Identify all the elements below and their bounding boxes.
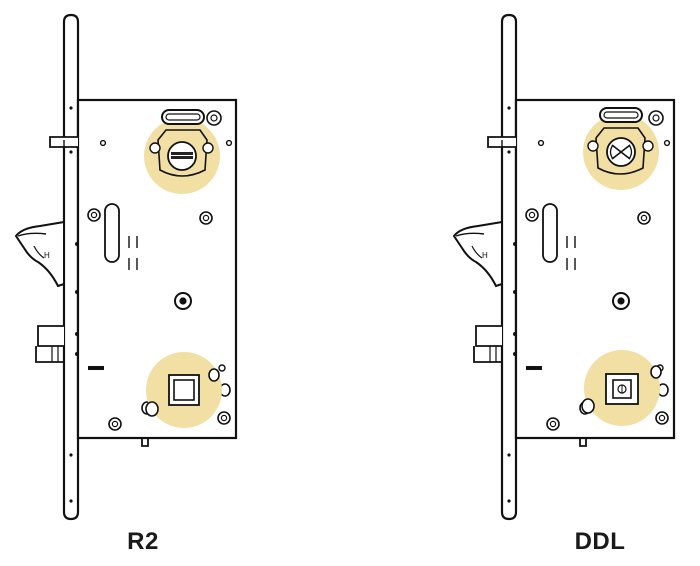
cross-insert-icon: [609, 144, 633, 160]
latch-mark: H: [44, 251, 50, 260]
square-insert-icon: [173, 379, 195, 401]
caption-r2: R2: [127, 528, 159, 555]
lock-ddl: H: [452, 13, 676, 521]
cylinder-cam-slot: [599, 107, 643, 123]
lock-r2: H: [14, 13, 238, 521]
latch-mark: H: [482, 251, 488, 260]
square-dot-insert-icon: [617, 384, 627, 394]
caption-ddl: DDL: [574, 528, 626, 555]
cylinder-cam-slot: [161, 109, 205, 125]
